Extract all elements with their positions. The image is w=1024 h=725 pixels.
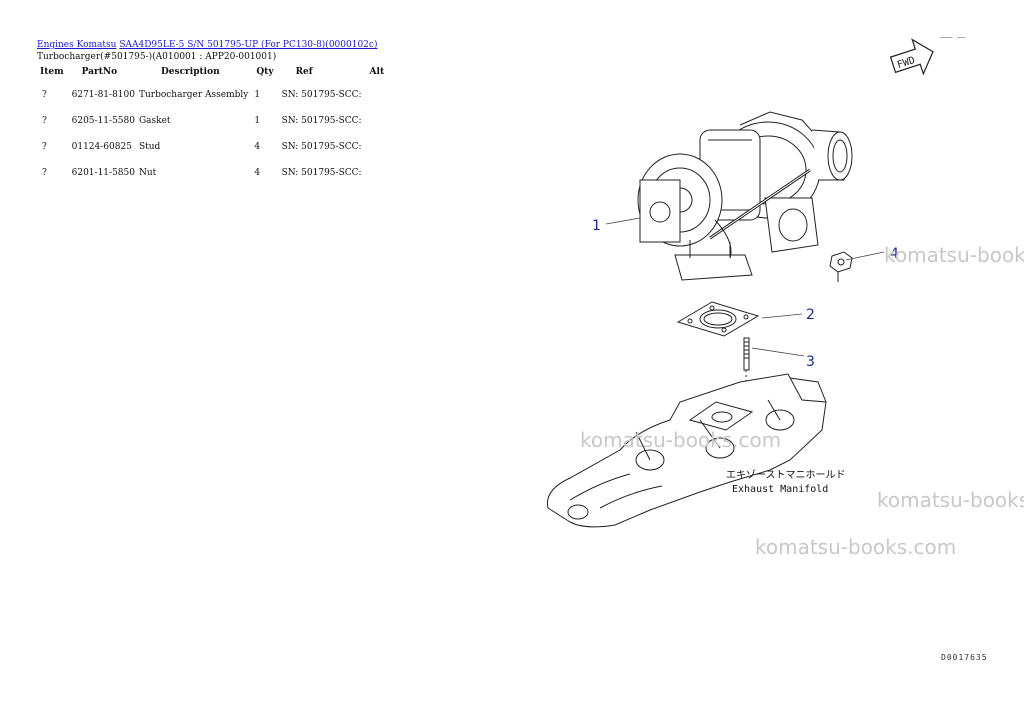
callout-3: 3: [806, 354, 815, 370]
cell-item: ?: [42, 142, 47, 152]
cell-description: Turbocharger Assembly: [138, 90, 249, 100]
cell-alt: [366, 135, 389, 161]
cell-alt: [366, 109, 389, 135]
fwd-arrow-icon: FWD: [889, 38, 934, 76]
callout-2: 2: [806, 307, 815, 323]
exhaust-manifold-drawing: [546, 373, 827, 528]
nut-drawing: [829, 251, 853, 282]
cell-qty: 1: [254, 90, 261, 100]
cell-qty: 4: [254, 168, 261, 178]
watermark: komatsu-books.com: [877, 488, 1024, 512]
gasket-drawing: [676, 301, 760, 337]
cell-description: Stud: [138, 142, 161, 152]
callout-1: 1: [592, 218, 601, 234]
fwd-label: FWD: [896, 55, 917, 71]
cell-alt: [366, 161, 389, 187]
col-ref: Ref: [295, 67, 313, 77]
cell-ref: SN: 501795-SCC:: [281, 90, 362, 100]
watermark: komatsu-books.com: [755, 535, 957, 559]
table-row: ? 6205-11-5580 Gasket 1 SN: 501795-SCC:: [36, 109, 388, 135]
breadcrumb-link-model[interactable]: SAA4D95LE-5 S/N 501795-UP (For PC130-8)(…: [119, 40, 378, 50]
breadcrumb: Engines Komatsu SAA4D95LE-5 S/N 501795-U…: [37, 40, 377, 51]
col-description: Description: [160, 67, 220, 77]
col-alt: Alt: [369, 67, 385, 77]
cell-description: Gasket: [138, 116, 171, 126]
turbocharger-drawing: [637, 111, 853, 281]
cell-qty: 4: [254, 142, 261, 152]
cell-qty: 1: [254, 116, 261, 126]
cell-item: ?: [42, 90, 47, 100]
col-item: Item: [40, 67, 64, 77]
col-qty: Qty: [256, 67, 274, 77]
table-row: ? 6201-11-5850 Nut 4 SN: 501795-SCC:: [36, 161, 388, 187]
table-row: ? 01124-60825 Stud 4 SN: 501795-SCC:: [36, 135, 388, 161]
cell-description: Nut: [138, 168, 157, 178]
parts-table: Item PartNo Description Qty Ref Alt ? 62…: [36, 66, 388, 187]
parts-diagram: FWD: [546, 38, 934, 528]
table-header-row: Item PartNo Description Qty Ref Alt: [36, 66, 388, 83]
cell-ref: SN: 501795-SCC:: [281, 116, 362, 126]
cell-partno: 6271-81-8100: [71, 90, 135, 100]
cell-partno: 6205-11-5580: [71, 116, 135, 126]
cell-partno: 6201-11-5850: [71, 168, 135, 178]
figure-number: D0017635: [941, 653, 988, 662]
cell-partno: 01124-60825: [71, 142, 132, 152]
leader-lines: [605, 217, 885, 357]
manifold-label-en: Exhaust Manifold: [732, 484, 828, 495]
page-subtitle: Turbocharger(#501795-)(A010001 : APP20-0…: [37, 52, 277, 62]
cell-alt: [366, 83, 389, 109]
cell-ref: SN: 501795-SCC:: [281, 142, 362, 152]
manifold-label-jp: エキゾーストマニホールド: [726, 469, 846, 481]
breadcrumb-link-engines[interactable]: Engines Komatsu: [37, 40, 117, 50]
watermark: komatsu-books.com: [884, 243, 1024, 267]
watermark: komatsu-books.com: [580, 428, 782, 452]
cell-item: ?: [42, 116, 47, 126]
cell-ref: SN: 501795-SCC:: [281, 168, 362, 178]
callout-4: 4: [890, 246, 899, 262]
cell-item: ?: [42, 168, 47, 178]
col-partno: PartNo: [81, 67, 118, 77]
top-code: ——— ——: [940, 33, 966, 41]
table-row: ? 6271-81-8100 Turbocharger Assembly 1 S…: [36, 83, 388, 109]
